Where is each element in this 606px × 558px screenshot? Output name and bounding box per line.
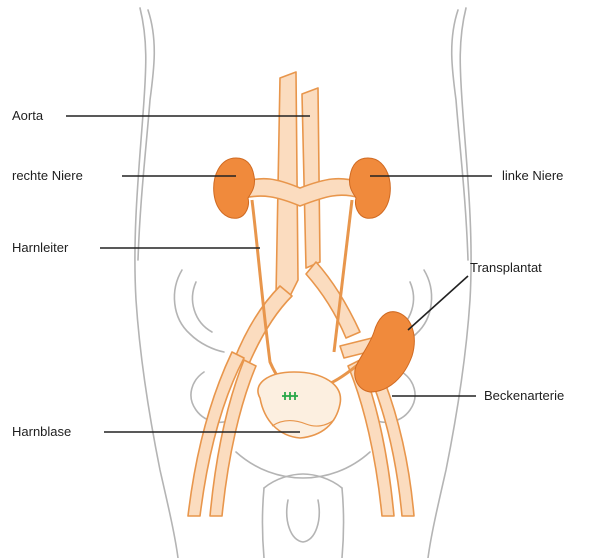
label-transplant: Transplantat (470, 260, 542, 276)
leader-transplant (408, 276, 468, 330)
label-bladder: Harnblase (12, 424, 71, 440)
vessels (188, 72, 414, 516)
bladder-shape (258, 372, 341, 438)
pelvis-left-inner (193, 282, 212, 332)
bladder (258, 372, 341, 438)
torso-outline (135, 8, 471, 558)
torso-right-side (428, 8, 471, 558)
label-left-kidney: linke Niere (502, 168, 563, 184)
thigh-left (263, 488, 265, 558)
pelvis-left (174, 270, 224, 352)
transplant-kidney-shape (355, 312, 415, 392)
right-kidney-shape (214, 158, 255, 218)
iliac-right-upper (306, 262, 360, 338)
renal-vessels (244, 179, 360, 206)
label-ureter: Harnleiter (12, 240, 68, 256)
left-kidney-shape (349, 158, 390, 218)
label-aorta: Aorta (12, 108, 43, 124)
aorta-vessel (302, 88, 320, 268)
thigh-right (342, 488, 344, 558)
groin (264, 474, 342, 488)
label-pelvic-artery: Beckenarterie (484, 388, 564, 404)
suture-marks (282, 392, 298, 400)
torso-left-side (135, 8, 178, 558)
label-right-kidney: rechte Niere (12, 168, 83, 184)
genital-outline (287, 500, 319, 542)
